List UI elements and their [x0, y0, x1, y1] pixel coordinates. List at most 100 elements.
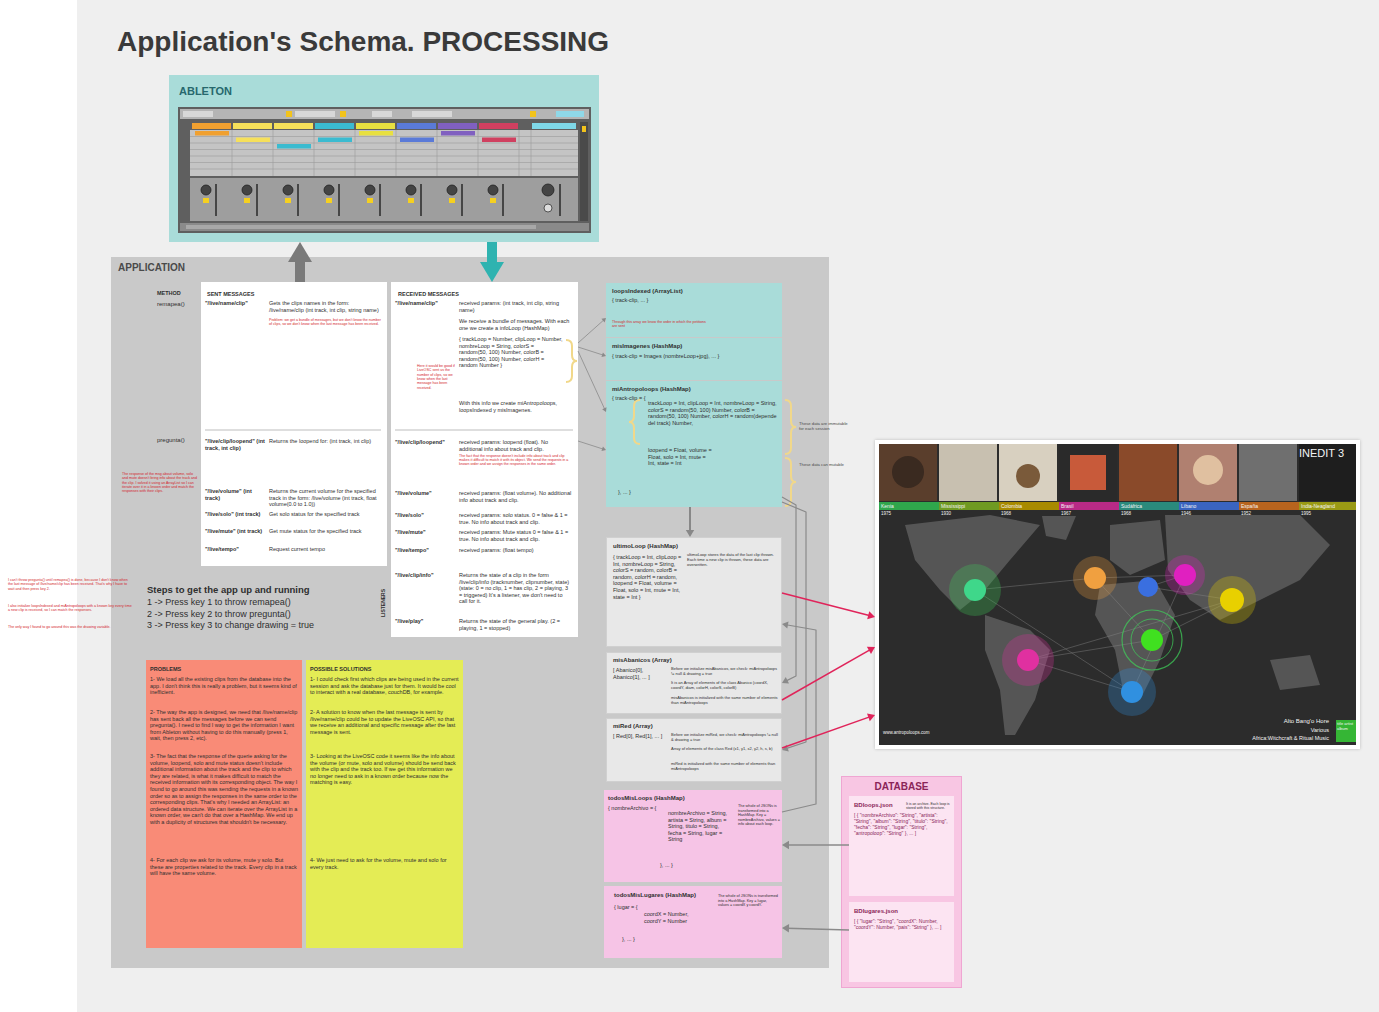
connector-line	[787, 844, 849, 846]
connector-line	[782, 502, 806, 749]
data-structure-text: loopend = Float, volume = Float, solo = …	[648, 447, 712, 467]
separator-line	[205, 430, 573, 431]
message-table-text: received params: (float tempo)	[459, 547, 572, 554]
ground-panel	[77, 0, 1379, 1012]
annotation: I also initialize loopsIndexed and miAnt…	[8, 604, 133, 613]
message-table-text: "/live/solo"	[395, 512, 457, 519]
solutions-panel-text: 1- I could check first which clips are b…	[310, 676, 459, 696]
data-structure: misImagenes (HashMap) { track-clip = Imag…	[606, 338, 782, 380]
arrow-head	[782, 621, 789, 628]
json-file-text: [ { "nombreArchivo": "String", "artista"…	[854, 812, 949, 836]
connector-line	[578, 320, 604, 343]
problems-panel-text: PROBLEMS	[150, 666, 298, 673]
data-structure: todosMisLoops (HashMap){ nombreArchivo =…	[604, 790, 782, 882]
message-table-text: Returns the current volume for the speci…	[269, 488, 382, 508]
connector-line	[787, 928, 849, 930]
data-structure-text: misImagenes (HashMap)	[612, 343, 777, 350]
connector-line	[578, 347, 603, 355]
message-table-text: received params: (int track, int clip, s…	[459, 300, 572, 313]
message-table-text: Returns the loopend for: (int track, int…	[269, 438, 382, 445]
data-structure-text: misAbanicos is initialized with the same…	[671, 696, 779, 706]
data-structure-text: Array of elements of the class Red (x1, …	[671, 747, 779, 752]
map-screenshot-text: España	[1241, 503, 1298, 509]
step-item: 3 -> Press key 3 to change drawing = tru…	[147, 620, 377, 631]
connector	[782, 621, 816, 812]
map-screenshot-text: 1968	[1121, 511, 1151, 516]
connector-line	[782, 649, 871, 700]
arrow-head	[867, 647, 875, 654]
map-screenshot-text: Kenia	[881, 503, 938, 509]
connector	[686, 507, 694, 537]
data-structure-text: nombreArchivo = String, artista = String…	[668, 810, 734, 843]
json-file: BDlugares.json[ { "lugar": "String", "co…	[849, 902, 954, 982]
message-table-text: Returns the state of a clip in the form …	[459, 572, 572, 605]
message-table-text: "/live/tempo"	[395, 547, 457, 554]
json-file-text: BDloops.json	[854, 802, 904, 809]
map-screenshot-text: INEDIT 3	[1299, 447, 1355, 460]
connector-line	[689, 507, 691, 532]
message-table-text: "/live/play"	[395, 618, 457, 625]
column-label: METHOD	[157, 290, 197, 297]
data-structure-text: [ Red[0], Red[1], ... ]	[613, 733, 665, 740]
steps-heading: Steps to get the app up and running	[147, 584, 377, 595]
connector	[288, 242, 312, 282]
connector-line	[782, 625, 816, 812]
method-name: remapea()	[157, 301, 199, 308]
annotation: The response of the msg about volume, so…	[122, 472, 198, 494]
bracket	[566, 340, 796, 506]
arrow-head	[602, 407, 606, 412]
database-panel-text: DATABASE	[842, 781, 961, 793]
data-structure: todosMisLugares (HashMap){ lugar = {coor…	[604, 886, 782, 958]
annotation: The only way I found to go around this w…	[8, 625, 133, 629]
ableton-screenshot	[178, 107, 591, 233]
connector	[480, 242, 504, 282]
message-table-text: SENT MESSAGES	[207, 291, 377, 298]
data-structure-text: todosMisLugares (HashMap)	[614, 892, 714, 899]
connector	[578, 318, 606, 343]
problems-panel-text: 3- The fact that the response of the que…	[150, 753, 298, 826]
data-structure-text: { track-clip = Images (nombreLoop+jpg), …	[612, 353, 777, 360]
data-structure: misAbanicos (Array)[ Abanico[0], Abanico…	[606, 652, 782, 714]
connector	[578, 441, 606, 451]
map-screenshot-text: Africa:Witchcraft & Ritual Music	[1179, 735, 1329, 742]
step-item: 1 -> Press key 1 to throw remapea()	[147, 597, 377, 608]
data-structure: loopsIndexed (ArrayList){ track-clip, ..…	[606, 283, 782, 337]
data-structure: ultimoLoop (HashMap){ trackLoop = Int, c…	[606, 537, 782, 647]
map-screenshot-text: title artist album	[1337, 722, 1355, 732]
map-screenshot-text: www.antropoloops.com	[883, 730, 983, 735]
map-screenshot-text: Colombia	[1001, 503, 1058, 509]
data-structure: miRed (Array)[ Red[0], Red[1], ... ]Befo…	[606, 718, 782, 782]
data-structure-text: todosMisLoops (HashMap)	[608, 795, 728, 802]
connector	[782, 713, 875, 748]
message-table-text: "/live/mute" (int track)	[205, 528, 267, 535]
message-table-text: Returns the state of the general play. (…	[459, 618, 572, 631]
data-structure-text: miAntropoloops (HashMap)	[612, 386, 777, 393]
arrow-head	[601, 446, 606, 451]
connector	[782, 497, 796, 684]
message-table-text: Problem: we get a bundle of messages, bu…	[269, 318, 382, 327]
connector	[782, 841, 849, 849]
message-table-text: "/live/solo" (int track)	[205, 511, 267, 518]
app-box-text: ABLETON	[179, 85, 379, 98]
message-table-text: Here it would be good if LiveOSC sent us…	[417, 364, 455, 390]
connector	[782, 647, 875, 700]
data-structure-text: The whole of JSONs is transformed into a…	[718, 894, 778, 908]
annotation: I can't throw pregunta() until remapea()…	[8, 578, 133, 591]
json-file-text: [ { "lugar": "String", "coordX": Number,…	[854, 918, 949, 930]
message-table-text: Request current tempo	[269, 546, 382, 553]
connector-line	[578, 441, 603, 449]
data-structure-text: Through this array we know the order in …	[612, 320, 712, 329]
connector-line	[487, 242, 497, 268]
message-table: SENT MESSAGES"/live/name/clip"Gets the c…	[201, 282, 387, 566]
json-file: BDloops.jsonIt is an archive. Each loop …	[849, 796, 954, 896]
solutions-panel: POSSIBLE SOLUTIONS1- I could check first…	[306, 660, 463, 948]
arrow-head	[288, 242, 312, 262]
message-table-text: "/live/tempo"	[205, 546, 267, 553]
data-structure-text: It is an Array of elements of the class …	[671, 681, 779, 691]
message-table-text: Gets the clips names in the form: /live/…	[269, 300, 382, 313]
message-table-text: "/live/mute"	[395, 529, 457, 536]
message-table-text: received params: loopend (float). No add…	[459, 439, 572, 452]
map-screenshot-text: 1967	[1061, 511, 1091, 516]
data-structure-text: miRed is initialized with the same numbe…	[671, 762, 779, 772]
arrow-head	[480, 262, 504, 282]
